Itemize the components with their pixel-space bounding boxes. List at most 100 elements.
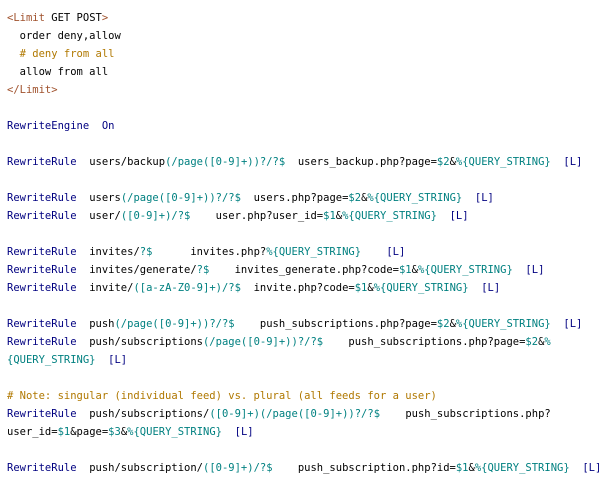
- code-line: user_id=$1&page=$3&%{QUERY_STRING} [L]: [7, 423, 597, 441]
- placeholder-token: %{QUERY_STRING}: [417, 264, 513, 276]
- code-line: # Note: singular (individual feed) vs. p…: [7, 387, 597, 405]
- text-token: push_subscriptions.php?page=: [234, 318, 437, 330]
- placeholder-token: %{QUERY_STRING}: [455, 156, 551, 168]
- code-line: RewriteRule invites/generate/?$ invites_…: [7, 261, 597, 279]
- placeholder-token: %{QUERY_STRING}: [373, 282, 469, 294]
- text-token: &: [335, 210, 343, 222]
- regex-token: +)/?$: [240, 462, 273, 474]
- text-token: &: [411, 264, 418, 276]
- regex-token: ?$: [196, 264, 210, 276]
- regex-token: [0-9]: [215, 408, 248, 420]
- code-line: [7, 135, 597, 153]
- placeholder-token: $2: [348, 192, 362, 204]
- placeholder-token: %{QUERY_STRING}: [455, 318, 551, 330]
- placeholder-token: $1: [398, 264, 412, 276]
- placeholder-token: $2: [525, 336, 539, 348]
- tag-token: </Limit>: [7, 84, 58, 96]
- code-line: RewriteRule user/([0-9]+)/?$ user.php?us…: [7, 207, 597, 225]
- code-line: RewriteRule invite/([a-zA-Z0-9]+)/?$ inv…: [7, 279, 597, 297]
- regex-token: +)(/page(: [247, 408, 305, 420]
- flag-token: [L]: [221, 426, 254, 438]
- text-token: GET POST: [44, 12, 102, 24]
- code-line: RewriteEngine On: [7, 117, 597, 135]
- regex-token: [0-9]: [247, 336, 279, 348]
- flag-token: [L]: [95, 354, 128, 366]
- text-token: user_id=: [7, 426, 58, 438]
- regex-token: +)/?$: [158, 210, 191, 222]
- placeholder-token: %{QUERY_STRING}: [342, 210, 437, 222]
- placeholder-token: $1: [455, 462, 469, 474]
- text-token: &: [361, 192, 368, 204]
- text-token: invite/: [76, 282, 134, 294]
- directive-token: RewriteRule: [7, 462, 77, 474]
- placeholder-token: %{QUERY_STRING}: [474, 462, 570, 474]
- flag-token: [L]: [462, 192, 494, 204]
- code-line: RewriteRule push(/page([0-9]+))?/?$ push…: [7, 315, 597, 333]
- regex-token: +))?/?$: [196, 192, 241, 204]
- text-token: order deny,allow: [7, 30, 121, 42]
- comment-token: # Note: singular (individual feed) vs. p…: [7, 390, 437, 402]
- directive-token: RewriteRule: [7, 156, 77, 168]
- text-token: users/backup: [76, 156, 166, 168]
- text-token: &: [468, 462, 475, 474]
- text-token: push_subscription.php?id=: [272, 462, 456, 474]
- directive-token: RewriteRule: [7, 246, 77, 258]
- text-token: push/subscriptions/: [76, 408, 210, 420]
- directive-token: RewriteRule: [7, 192, 77, 204]
- regex-token: (: [133, 282, 140, 294]
- placeholder-token: %{QUERY_STRING}: [266, 246, 362, 258]
- text-token: invite.php?code=: [240, 282, 355, 294]
- placeholder-token: $1: [323, 210, 336, 222]
- placeholder-token: $2: [436, 318, 450, 330]
- code-line: allow from all: [7, 63, 597, 81]
- regex-token: (/page(: [202, 336, 248, 348]
- directive-token: RewriteRule: [7, 336, 77, 348]
- regex-token: [0-9]: [165, 192, 197, 204]
- flag-token: [L]: [468, 282, 501, 294]
- regex-token: (/page(: [114, 318, 159, 330]
- tag-token: >: [101, 12, 109, 24]
- regex-token: (: [120, 210, 128, 222]
- code-line: <Limit GET POST>: [7, 9, 597, 27]
- text-token: invites/: [76, 246, 140, 258]
- directive-token: RewriteRule: [7, 264, 77, 276]
- text-token: push_subscriptions.php?: [380, 408, 551, 420]
- code-line: RewriteRule push/subscriptions(/page([0-…: [7, 333, 597, 351]
- flag-token: [L]: [550, 318, 583, 330]
- regex-token: (: [209, 408, 216, 420]
- code-line: RewriteRule users(/page([0-9]+))?/?$ use…: [7, 189, 597, 207]
- directive-token: RewriteRule: [7, 318, 77, 330]
- placeholder-token: $3: [108, 426, 121, 438]
- placeholder-token: {QUERY_STRING}: [7, 354, 96, 366]
- regex-token: [0-9]: [209, 156, 241, 168]
- text-token: push/subscriptions: [76, 336, 203, 348]
- directive-token: RewriteRule: [7, 282, 77, 294]
- code-line: RewriteRule users/backup(/page([0-9]+))?…: [7, 153, 597, 171]
- text-token: invites/generate/: [76, 264, 197, 276]
- text-token: &: [449, 156, 456, 168]
- placeholder-token: $1: [354, 282, 368, 294]
- regex-token: (/page(: [120, 192, 166, 204]
- code-line: {QUERY_STRING} [L]: [7, 351, 597, 369]
- code-line: [7, 369, 597, 387]
- code-line: order deny,allow: [7, 27, 597, 45]
- text-token: &: [449, 318, 456, 330]
- regex-token: [a-zA-Z0-9]: [139, 282, 210, 294]
- htaccess-code-block: <Limit GET POST> order deny,allow # deny…: [7, 9, 600, 477]
- regex-token: ?$: [139, 246, 153, 258]
- text-token: users.php?page=: [240, 192, 349, 204]
- flag-token: [L]: [512, 264, 545, 276]
- directive-token: RewriteRule: [7, 408, 77, 420]
- regex-token: +))?/?$: [240, 156, 286, 168]
- directive-token: RewriteRule: [7, 210, 77, 222]
- text-token: allow from all: [7, 66, 109, 78]
- regex-token: +))?/?$: [190, 318, 235, 330]
- text-token: push/subscription/: [76, 462, 203, 474]
- regex-token: +))?/?$: [278, 336, 324, 348]
- regex-token: +)/?$: [209, 282, 241, 294]
- flag-token: [L]: [569, 462, 600, 474]
- code-line: [7, 171, 597, 189]
- code-line: # deny from all: [7, 45, 597, 63]
- code-line: [7, 297, 597, 315]
- placeholder-token: %{QUERY_STRING}: [367, 192, 463, 204]
